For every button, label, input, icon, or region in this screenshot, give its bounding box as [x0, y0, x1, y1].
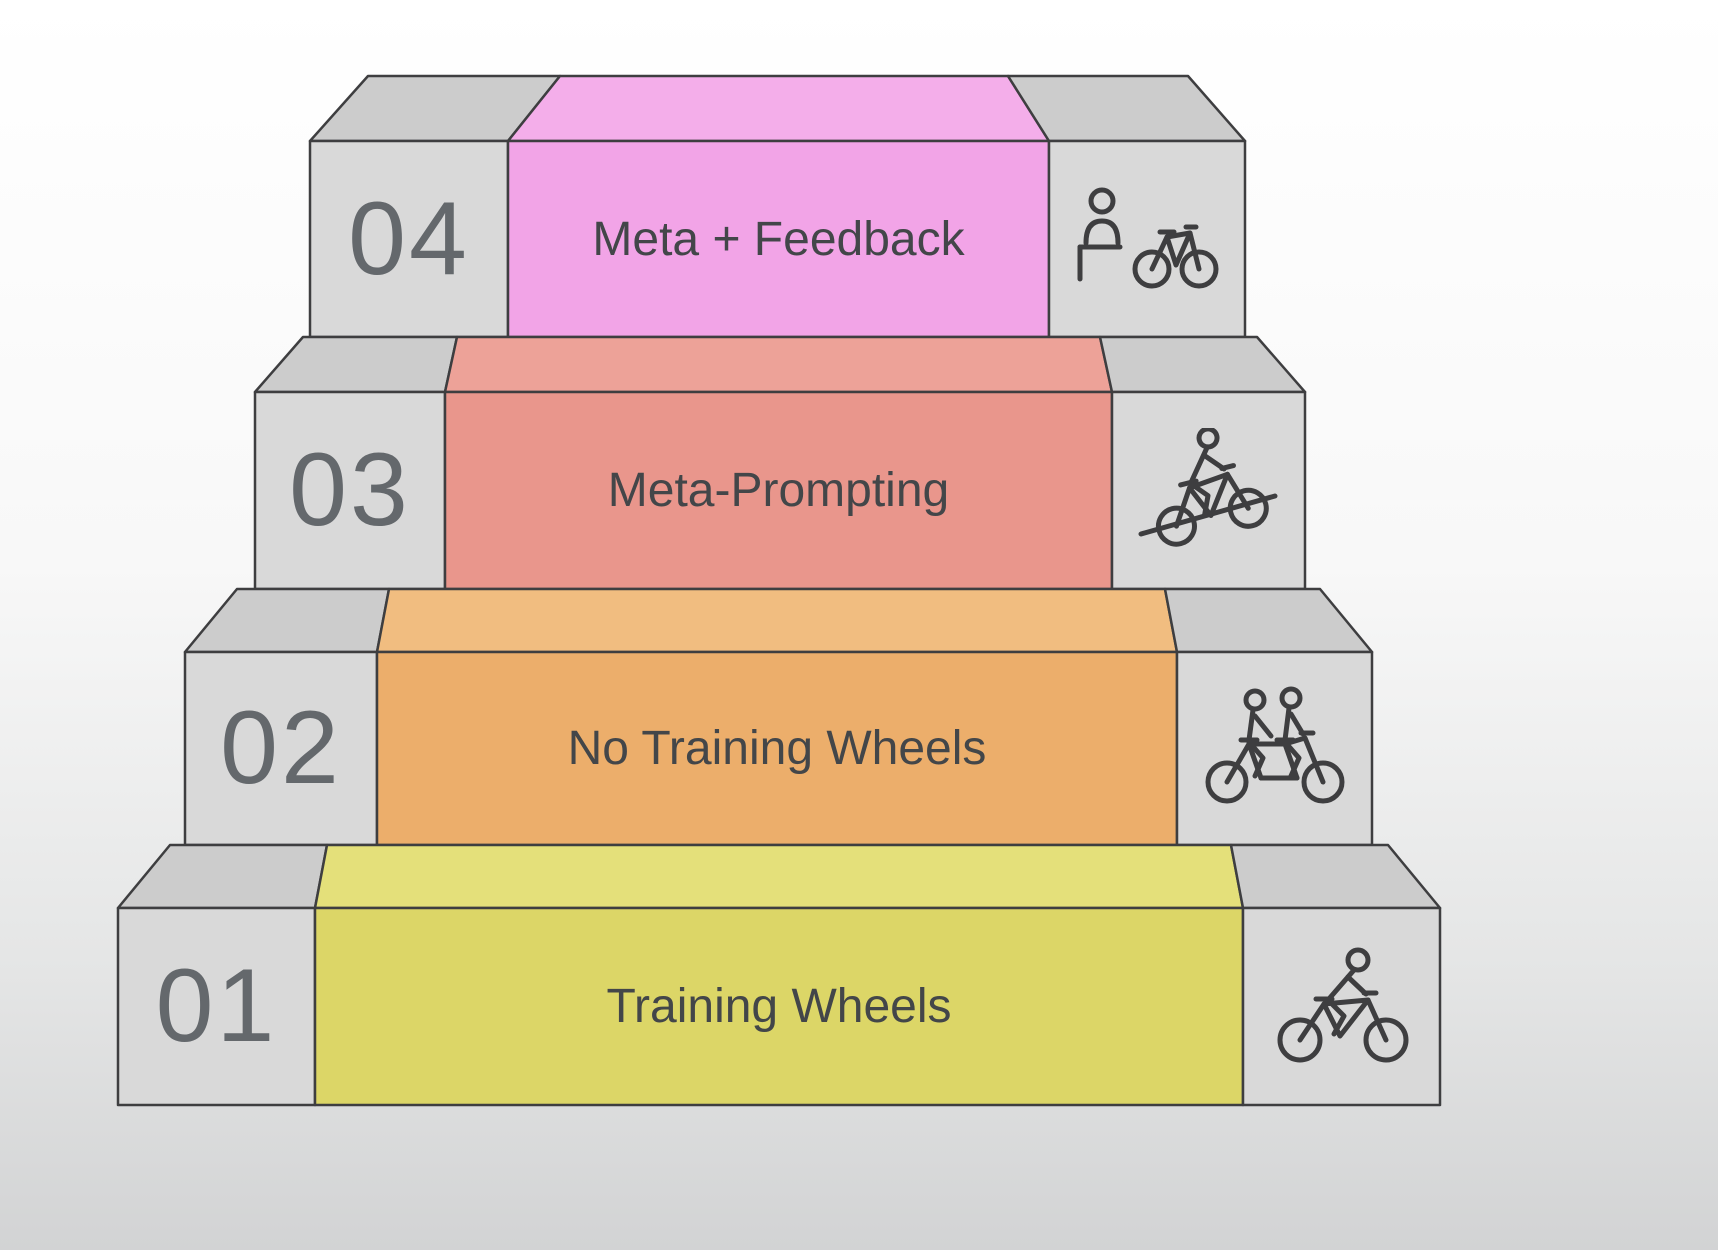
- person-with-bicycle-graphic: [1077, 187, 1219, 289]
- step-02-top-right-block: [1163, 587, 1374, 654]
- step-03-top-right-block: [1098, 335, 1307, 394]
- cyclist-graphic: [1277, 947, 1409, 1063]
- tandem-cyclists-graphic: [1205, 686, 1345, 804]
- step-04-top-panel: [506, 74, 1051, 143]
- step-01-top-right-block: [1229, 843, 1442, 910]
- tandem-cyclists-icon: [1199, 686, 1349, 810]
- uphill-cyclist-graphic: [1138, 426, 1278, 547]
- step-04-top-right-block: [1006, 74, 1247, 143]
- cyclist-icon: [1266, 944, 1416, 1068]
- step-03-label: Meta-Prompting: [607, 464, 950, 517]
- step-02-number: 02: [220, 690, 342, 806]
- step-02-label: No Training Wheels: [567, 722, 987, 775]
- step-01-top-panel: [313, 843, 1245, 910]
- step-02-top-panel: [375, 587, 1179, 654]
- step-01-top-left-block: [116, 843, 329, 910]
- step-03-top-left-block: [253, 335, 459, 394]
- step-01-number: 01: [155, 948, 278, 1064]
- step-01-label: Training Wheels: [606, 980, 952, 1033]
- step-03-top-panel: [443, 335, 1114, 394]
- step-03-number: 03: [289, 432, 411, 548]
- uphill-cyclist-icon: [1133, 426, 1283, 552]
- step-02-top-left-block: [183, 587, 391, 654]
- step-04-label: Meta + Feedback: [592, 212, 965, 266]
- person-with-bicycle-icon: [1072, 177, 1222, 301]
- step-04-number: 04: [348, 180, 470, 297]
